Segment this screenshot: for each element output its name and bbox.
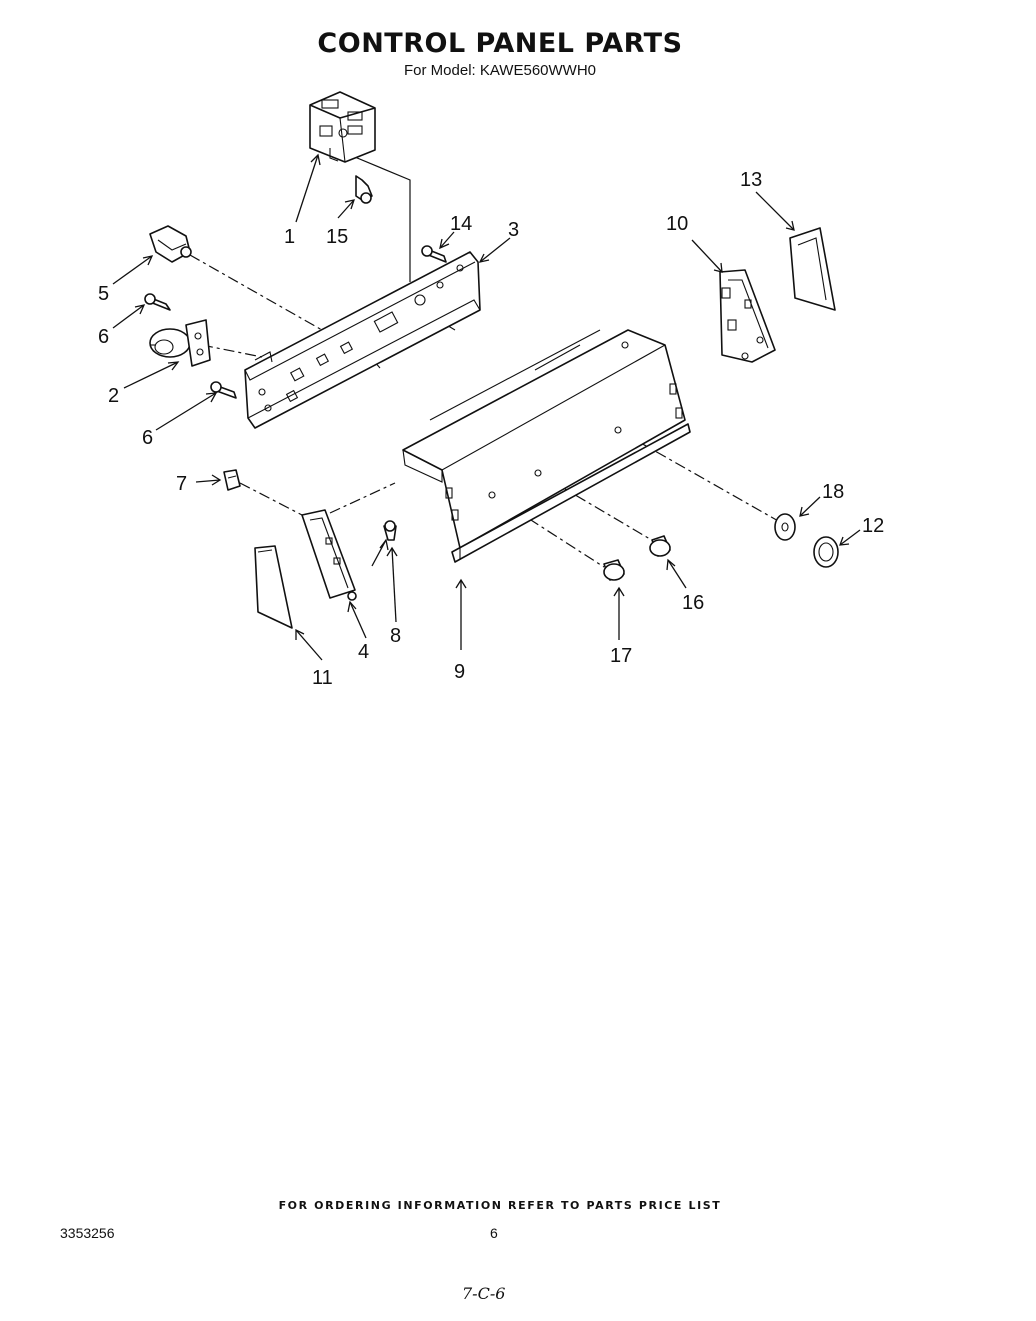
callout-17: 17	[610, 645, 632, 667]
handwritten-note: 7-C-6	[462, 1284, 506, 1303]
end-cap-overlay-part-11	[254, 545, 293, 629]
console-panel-part-9	[402, 329, 691, 563]
callout-9: 9	[454, 661, 465, 683]
callout-16: 16	[682, 592, 704, 614]
page-number: 6	[490, 1225, 498, 1241]
timer-switch-part-1	[309, 91, 376, 163]
washer-part-18	[774, 513, 796, 541]
model-subtitle: For Model: KAWE560WWH0	[404, 62, 596, 79]
callout-2: 2	[108, 385, 119, 407]
screw-part-15	[355, 175, 373, 204]
callout-arrows	[112, 153, 861, 661]
callout-12: 12	[862, 515, 884, 537]
screw-part-6-upper	[144, 293, 171, 311]
clip-part-7	[223, 469, 241, 491]
callout-13: 13	[740, 169, 762, 191]
callout-15: 15	[326, 226, 348, 248]
control-bracket-part-3	[244, 251, 481, 429]
knob-part-16	[649, 535, 671, 557]
screw-part-6-lower	[210, 381, 237, 399]
document-number: 3353256	[60, 1225, 115, 1241]
bezel-ring-part-12	[813, 536, 839, 568]
screw-part-14	[421, 245, 447, 263]
callout-6-lower: 6	[142, 427, 153, 449]
callout-3: 3	[508, 219, 519, 241]
callout-6-upper: 6	[98, 326, 109, 348]
switch-part-5	[149, 225, 192, 263]
selector-switch-part-2	[149, 319, 211, 367]
callout-8: 8	[390, 625, 401, 647]
screw-part-8	[383, 520, 397, 541]
ordering-note: FOR ORDERING INFORMATION REFER TO PARTS …	[278, 1199, 722, 1212]
end-cap-part-4	[301, 509, 357, 601]
end-cap-part-10	[719, 269, 776, 363]
callout-5: 5	[98, 283, 109, 305]
callout-1: 1	[284, 226, 295, 248]
callout-numbers: 1 15 14 3 5 6 2 6 7 4 8 11 9 10 13 18 12…	[98, 169, 884, 689]
callout-11: 11	[312, 667, 333, 689]
callout-14: 14	[450, 213, 472, 235]
knob-part-17	[603, 559, 625, 581]
callout-18: 18	[822, 481, 844, 503]
callout-7: 7	[176, 473, 187, 495]
callout-4: 4	[358, 641, 369, 663]
page-title: CONTROL PANEL PARTS	[317, 28, 683, 59]
callout-10: 10	[666, 213, 688, 235]
end-cap-overlay-part-13	[789, 227, 836, 311]
